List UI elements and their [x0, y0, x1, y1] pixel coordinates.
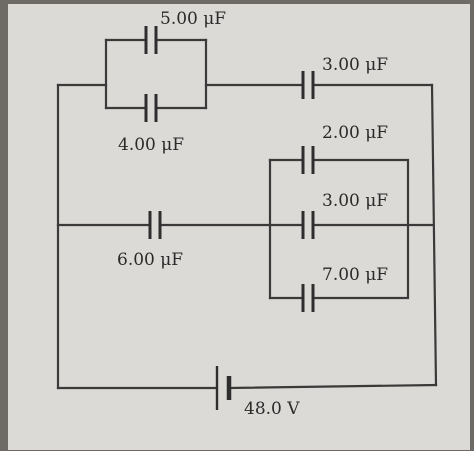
- capacitor-c4: [144, 94, 158, 122]
- wire-bottom: [56, 383, 438, 390]
- battery-symbol: [215, 366, 232, 410]
- label-c6: 6.00 μF: [117, 250, 183, 270]
- wire-c2-branch: [268, 158, 410, 227]
- label-battery: 48.0 V: [244, 399, 300, 419]
- capacitor-c2: [301, 146, 315, 174]
- wire-c7-branch: [268, 223, 410, 300]
- paper-background: [8, 4, 470, 450]
- capacitor-c5: [144, 26, 158, 54]
- label-c5: 5.00 μF: [160, 9, 226, 29]
- label-c4: 4.00 μF: [118, 135, 184, 155]
- label-c7: 7.00 μF: [322, 265, 388, 285]
- label-c2: 2.00 μF: [322, 123, 388, 143]
- label-c3-top: 3.00 μF: [322, 55, 388, 75]
- label-c3-mid: 3.00 μF: [322, 191, 388, 211]
- capacitor-c7: [301, 284, 315, 312]
- wire-right-outer: [430, 83, 438, 387]
- capacitor-c3-mid: [301, 211, 315, 239]
- capacitor-c6: [148, 211, 162, 239]
- wires: [56, 38, 438, 390]
- capacitor-c3-top: [301, 71, 315, 99]
